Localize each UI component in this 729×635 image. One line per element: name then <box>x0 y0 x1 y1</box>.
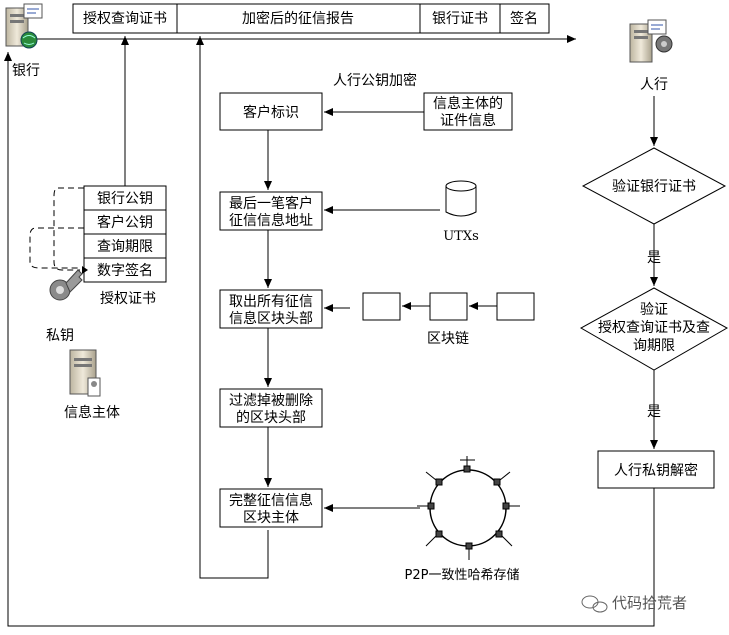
p2p-ring-icon <box>417 456 520 560</box>
svg-text:取出所有征信: 取出所有征信 <box>229 294 313 310</box>
blockchain-blocks <box>362 292 535 321</box>
decrypt-box: 人行私钥解密 <box>597 450 715 489</box>
svg-text:询期限: 询期限 <box>633 338 675 354</box>
svg-text:过滤掉被删除: 过滤掉被删除 <box>229 393 313 409</box>
svg-text:验证: 验证 <box>640 302 668 318</box>
blockchain-label: 区块链 <box>427 331 469 347</box>
header-auth-cert: 授权查询证书 <box>83 11 167 27</box>
report-to-header-arrow <box>196 36 269 579</box>
step-filter-deleted: 过滤掉被删除 的区块头部 <box>219 388 323 428</box>
svg-text:征信信息地址: 征信信息地址 <box>229 212 313 229</box>
svg-text:的区块头部: 的区块头部 <box>236 410 306 426</box>
bank-label: 银行 <box>12 63 40 79</box>
p2p-label: P2P一致性哈希存储 <box>405 568 520 583</box>
wechat-icon <box>581 595 608 613</box>
svg-text:区块主体: 区块主体 <box>243 510 299 526</box>
svg-text:信息区块头部: 信息区块头部 <box>229 310 313 327</box>
header-encrypted-report: 加密后的征信报告 <box>242 10 354 27</box>
utxo-label: UTXs <box>443 229 479 244</box>
svg-text:信息主体的: 信息主体的 <box>433 95 503 112</box>
yes-label-2: 是 <box>647 404 661 420</box>
yes-label-1: 是 <box>647 250 661 266</box>
header-bar: 授权查询证书 加密后的征信报告 银行证书 签名 <box>72 3 550 34</box>
utxo-database-icon <box>445 180 477 217</box>
auth-field-customer-pubkey: 客户公钥 <box>97 214 153 231</box>
id-info-box: 信息主体的 证件信息 <box>423 92 513 131</box>
step-fetch-headers: 取出所有征信 信息区块头部 <box>219 289 323 329</box>
auth-field-bank-pubkey: 银行公钥 <box>97 191 153 207</box>
auth-field-digital-signature: 数字签名 <box>97 262 153 279</box>
encrypt-label: 人行公钥加密 <box>333 72 417 89</box>
step-last-address: 最后一笔客户 征信信息地址 <box>219 191 323 231</box>
auth-field-query-period: 查询期限 <box>97 239 153 255</box>
subject-server-icon <box>69 349 101 397</box>
sign-bracket-outer <box>53 187 84 271</box>
key-icon <box>49 269 83 301</box>
svg-text:最后一笔客户: 最后一笔客户 <box>229 195 313 212</box>
svg-text:验证银行证书: 验证银行证书 <box>612 179 696 195</box>
auth-cert-stack: 银行公钥 客户公钥 查询期限 数字签名 授权证书 <box>83 185 167 307</box>
svg-text:完整征信信息: 完整征信信息 <box>229 492 313 509</box>
svg-text:人行私钥解密: 人行私钥解密 <box>614 462 698 479</box>
private-key-label: 私钥 <box>46 328 74 344</box>
step-customer-id: 客户标识 <box>219 92 323 131</box>
central-bank-server-icon <box>629 19 673 63</box>
verify-bank-cert-diamond: 验证银行证书 <box>581 147 727 225</box>
watermark: 代码拾荒者 <box>581 594 687 613</box>
header-bar-frame <box>72 3 550 34</box>
verify-auth-diamond: 验证 授权查询证书及查 询期限 <box>579 287 729 371</box>
auth-cert-caption: 授权证书 <box>100 291 156 307</box>
central-bank-label: 人行 <box>640 77 668 93</box>
watermark-text: 代码拾荒者 <box>612 594 687 612</box>
subject-label: 信息主体 <box>64 404 120 421</box>
bank-server-icon <box>5 3 43 49</box>
sign-bracket-inner <box>29 227 84 269</box>
return-arrow <box>3 52 655 627</box>
svg-text:授权查询证书及查: 授权查询证书及查 <box>598 320 710 336</box>
svg-text:客户标识: 客户标识 <box>243 104 299 121</box>
header-bank-cert: 银行证书 <box>432 11 488 27</box>
svg-text:证件信息: 证件信息 <box>440 112 496 129</box>
header-signature: 签名 <box>510 10 538 27</box>
step-full-body: 完整征信信息 区块主体 <box>219 488 323 528</box>
